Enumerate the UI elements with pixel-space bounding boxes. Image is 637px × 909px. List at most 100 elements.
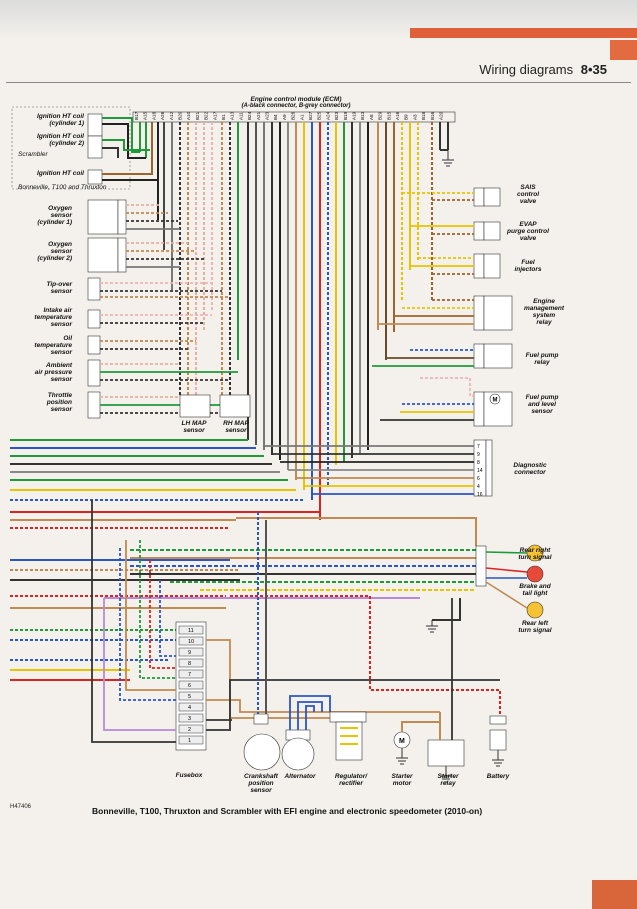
svg-text:M: M (399, 738, 405, 745)
left-sensor-connectors (87, 199, 127, 419)
header-rule (6, 82, 631, 83)
ems-relay-label: Engine management system relay (523, 298, 565, 326)
ecm-pin-label: A26 (160, 111, 165, 120)
diagnostic-pin-number: 7 (477, 444, 480, 450)
ecm-pin-label: B23 (334, 111, 339, 120)
ecm-pin-label: A1 (299, 114, 304, 120)
ecm-pin-label: A17 (212, 111, 217, 120)
ecm-pin-label: B16 (430, 111, 435, 120)
sais-label: SAIS control valve (516, 184, 540, 205)
ecm-pin-label: B18 (421, 111, 426, 120)
alternator-label: Alternator (284, 773, 316, 780)
ecm-pin-label: A20 (439, 111, 444, 120)
header-page-number: 8•35 (580, 62, 607, 77)
page-tab-corner (610, 40, 637, 60)
figure-reference: H47406 (10, 804, 32, 810)
battery-body (489, 729, 507, 751)
page-corner-edge (592, 880, 637, 909)
page-tab-edge (410, 28, 637, 38)
fuse-number: 6 (188, 683, 191, 689)
ecm-pin-label: A21 (256, 111, 261, 120)
ecm-title: Engine control module (ECM) (250, 96, 342, 103)
diagnostic-pin-number: 6 (477, 476, 480, 482)
rh-map-label: RH MAP sensor (223, 420, 249, 434)
fuse-number: 8 (188, 661, 191, 667)
diagnostic-pin-number: 9 (477, 452, 480, 458)
crankshaft-sensor-label: Crankshaft position sensor (244, 773, 278, 794)
fuse-slot (178, 691, 204, 701)
ecm-pin-label: A16 (395, 111, 400, 120)
diagnostic-pin-number: 4 (477, 484, 480, 490)
crankshaft-sensor-body (243, 733, 281, 771)
ecm-pin-label: B29 (378, 111, 383, 120)
fuse-number: 10 (188, 639, 194, 645)
ecm-pin-label: A15 (143, 111, 148, 120)
ecm-pin-label: B25 (317, 111, 322, 120)
ecm-pin-label: B9 (404, 114, 409, 120)
fuse-slot (178, 702, 204, 712)
fuse-slot (178, 636, 204, 646)
ign-coil-label: Ignition HT coil (37, 170, 84, 177)
diagnostic-pin-number: 16 (477, 492, 483, 498)
throttle-position-label: Throttle position sensor (46, 392, 72, 413)
fuse-slot (178, 658, 204, 668)
ecm-pin-label: A19 (352, 111, 357, 120)
ecm-pin-label: B21 (195, 111, 200, 120)
ecm-pin-label: A8 (369, 114, 374, 120)
ecm-pin-label: B1 (221, 114, 226, 120)
figure-caption: Bonneville, T100, Thruxton and Scrambler… (92, 806, 483, 816)
fuse-number: 1 (188, 738, 191, 744)
ecm-pin-label: A3 (412, 114, 417, 120)
fuse-number: 11 (188, 628, 194, 634)
fuel-injectors-label: Fuel injectors (514, 259, 542, 273)
ecm-pin-label: B19 (343, 111, 348, 120)
right-components (473, 187, 513, 497)
ign-coil-1-label: Ignition HT coil (cylinder 1) (37, 113, 84, 127)
diagnostic-connector-label: Diagnostic connector (513, 462, 547, 476)
ecm-pin-label: B20 (178, 111, 183, 120)
tip-over-sensor-label: Tip-over sensor (46, 281, 72, 295)
fuse-number: 2 (188, 727, 191, 733)
rear-left-turn-label: Rear left turn signal (518, 620, 552, 634)
rear-right-turn-label: Rear right turn signal (518, 547, 552, 561)
fuse-slot (178, 713, 204, 723)
fuse-slot (178, 680, 204, 690)
fuse-number: 3 (188, 716, 191, 722)
oxygen-sensor-2-label: Oxygen sensor (cylinder 2) (37, 241, 72, 262)
brake-tail-label: Brake and tail light (519, 583, 551, 597)
alternator-body (281, 737, 315, 771)
ecm-pin-label: A12 (169, 111, 174, 120)
diagnostic-pin-number: 8 (477, 460, 480, 466)
oxygen-sensor-1-label: Oxygen sensor (cylinder 1) (37, 205, 72, 226)
ecm-pin-label: A13 (230, 111, 235, 120)
starter-relay-body (427, 739, 465, 767)
intake-air-temp-label: Intake air temperature sensor (34, 307, 72, 328)
ecm-pin-label: B13 (360, 111, 365, 120)
fusebox-label: Fusebox (175, 772, 203, 779)
fuse-slot (178, 669, 204, 679)
ecm-pin-label: B24 (247, 111, 252, 120)
scrambler-label: Scrambler (18, 151, 48, 158)
bonneville-label: Bonneville, T100 and Thruxton (18, 184, 107, 191)
ecm-pin-label: A18 (151, 111, 156, 120)
ecm-pin-label: A23 (265, 111, 270, 120)
ecm-pin-label: A24 (325, 111, 330, 120)
fuse-number: 5 (188, 694, 191, 700)
ecm-pin-label: B17 (134, 111, 139, 120)
regulator-label: Regulator/ rectifier (334, 773, 368, 787)
page-header: Wiring diagrams 8•35 (479, 62, 607, 77)
ecm-pin-label: B15 (386, 111, 391, 120)
fuel-pump-relay-label: Fuel pump relay (525, 352, 559, 366)
fuse-slot (178, 735, 204, 745)
ecm-pin-label: A11 (238, 112, 243, 120)
oil-temp-sensor-label: Oil temperature sensor (34, 335, 72, 356)
evap-label: EVAP purge control valve (507, 221, 549, 242)
ecm-pin-label: B4 (273, 114, 278, 120)
starter-motor-label: Starter motor (391, 773, 413, 787)
ecm-pin-label: B27 (308, 111, 313, 120)
fuse-number: 4 (188, 705, 191, 711)
ecm-pin-label: A9 (282, 114, 287, 120)
